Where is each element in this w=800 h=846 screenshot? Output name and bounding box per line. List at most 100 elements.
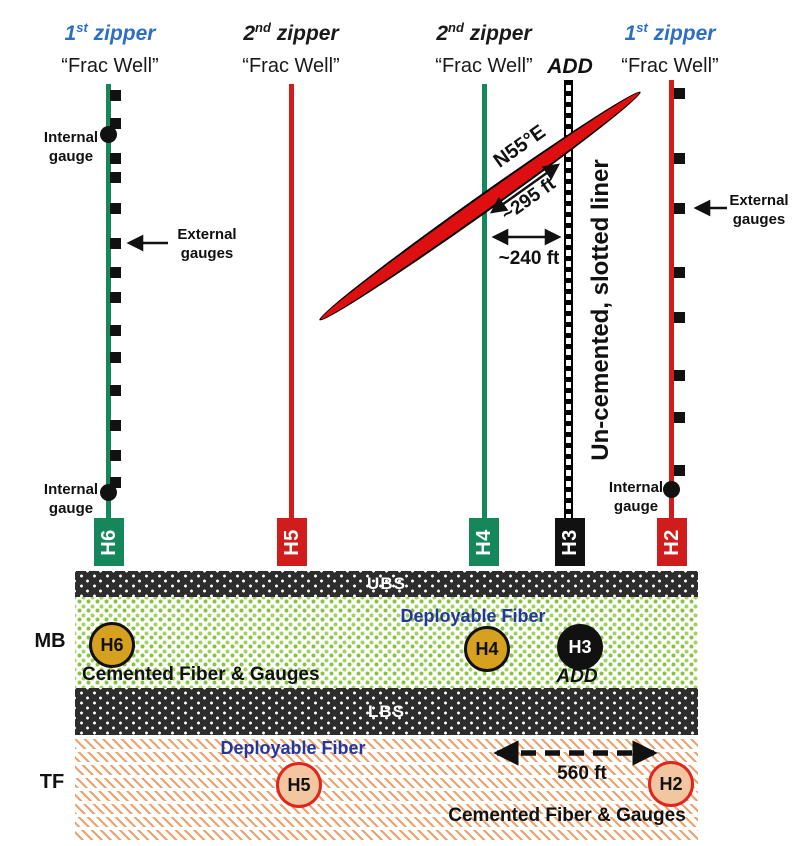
- gauge-circle-h6: H6: [89, 622, 135, 668]
- external-gauges-line2: gauges: [732, 210, 786, 228]
- external-gauge-square: [674, 411, 685, 423]
- wellbore-h5: [289, 84, 294, 518]
- internal-gauge-label-h2: Internal gauge: [609, 479, 663, 517]
- wellhead-h3-label: H3: [558, 528, 581, 556]
- internal-gauge-line2: gauge: [48, 147, 94, 165]
- zipper-label-h5: 2nd zipper: [243, 20, 338, 46]
- internal-gauge-line2: gauge: [613, 497, 659, 515]
- distance-560-label: 560 ft: [557, 763, 607, 784]
- gauge-circle-h6-label: H6: [100, 634, 124, 655]
- gauge-circle-h4: H4: [464, 626, 510, 672]
- external-gauge-square: [674, 152, 685, 164]
- zipper-ordinal-suffix: st: [76, 20, 88, 35]
- wellbore-h4: [482, 84, 487, 518]
- internal-gauge-line1: Internal: [43, 481, 99, 498]
- zipper-ordinal: 2: [243, 22, 256, 45]
- zipper-ordinal-suffix: nd: [448, 20, 464, 35]
- gauge-circle-h3: H3: [557, 624, 603, 670]
- external-gauge-square: [110, 117, 121, 129]
- tf-cemented-fiber-label: Cemented Fiber & Gauges: [448, 805, 686, 826]
- gauge-circle-h4-label: H4: [475, 638, 499, 659]
- external-gauges-label-h6: External gauges: [177, 226, 236, 264]
- zipper-word: zipper: [463, 22, 532, 45]
- zipper-label-h4: 2nd zipper: [436, 20, 531, 46]
- zipper-label-h6: 1st zipper: [65, 20, 156, 46]
- external-gauges-line2: gauges: [180, 244, 234, 262]
- zipper-ordinal-suffix: st: [636, 20, 648, 35]
- external-gauge-square: [110, 171, 121, 183]
- external-gauge-square: [674, 266, 685, 278]
- gauge-circle-h2: H2: [648, 761, 694, 807]
- wellhead-h5-label: H5: [280, 528, 303, 556]
- mb-add-label: ADD: [556, 666, 598, 687]
- slotted-liner-label: Un-cemented, slotted liner: [587, 159, 614, 461]
- zipper-ordinal: 2: [436, 22, 449, 45]
- gauge-circle-h2-label: H2: [659, 773, 683, 794]
- internal-gauge-label-top: Internal gauge: [44, 129, 98, 167]
- zipper-ordinal: 1: [624, 22, 637, 45]
- tf-label: TF: [39, 771, 65, 793]
- external-gauge-square: [674, 369, 685, 381]
- internal-gauge-dot: [100, 125, 117, 143]
- external-gauge-square: [110, 266, 121, 278]
- zipper-word: zipper: [87, 22, 156, 45]
- wellhead-h2-label: H2: [660, 528, 683, 556]
- frac-well-label-h5: “Frac Well”: [242, 55, 340, 77]
- external-gauge-square: [110, 384, 121, 396]
- distance-240-label: ~240 ft: [498, 248, 560, 269]
- zipper-word: zipper: [270, 22, 339, 45]
- external-gauge-square: [674, 464, 685, 476]
- external-gauge-square: [110, 419, 121, 431]
- internal-gauge-dot: [663, 480, 680, 498]
- mb-cemented-fiber-label: Cemented Fiber & Gauges: [82, 664, 320, 685]
- external-gauge-square: [110, 476, 121, 488]
- external-gauges-label-h2: External gauges: [729, 192, 788, 230]
- wellbore-h6: [106, 84, 111, 518]
- external-gauge-square: [110, 324, 121, 336]
- zipper-ordinal-suffix: nd: [255, 20, 271, 35]
- external-gauge-square: [110, 202, 121, 214]
- internal-gauge-line2: gauge: [48, 499, 94, 517]
- external-gauge-square: [674, 87, 685, 99]
- wellhead-h4: H4: [469, 518, 499, 566]
- external-gauge-square: [110, 237, 121, 249]
- wellbore-h2: [669, 80, 674, 518]
- band-lbs: LBS: [75, 688, 698, 735]
- ubs-label: UBS: [367, 574, 406, 593]
- wellbore-h3-slotted-liner: [564, 80, 573, 518]
- band-tf: [75, 738, 698, 843]
- wellhead-h6-label: H6: [97, 528, 120, 556]
- external-gauges-line1: External: [729, 192, 789, 209]
- mb-label: MB: [34, 630, 66, 652]
- mb-deployable-fiber-label: Deployable Fiber: [400, 606, 546, 626]
- zipper-label-h2: 1st zipper: [625, 20, 716, 46]
- external-gauge-square: [110, 449, 121, 461]
- external-gauges-line1: External: [177, 226, 237, 243]
- internal-gauge-line1: Internal: [43, 129, 99, 146]
- frac-well-label-h2: “Frac Well”: [621, 55, 719, 77]
- external-gauge-square: [110, 89, 121, 101]
- band-ubs: UBS: [75, 571, 698, 597]
- external-gauge-square: [674, 202, 685, 214]
- gauge-circle-h3-label: H3: [568, 636, 592, 657]
- tf-deployable-fiber-label: Deployable Fiber: [220, 738, 366, 758]
- external-gauge-square: [110, 351, 121, 363]
- internal-gauge-line1: Internal: [608, 479, 664, 496]
- internal-gauge-label-h6-bottom: Internal gauge: [44, 481, 98, 519]
- zipper-ordinal: 1: [64, 22, 77, 45]
- gauge-circle-h5: H5: [276, 762, 322, 808]
- wellhead-h3: H3: [555, 518, 585, 566]
- wellhead-h2: H2: [657, 518, 687, 566]
- wellhead-h5: H5: [277, 518, 307, 566]
- gauge-circle-h5-label: H5: [287, 774, 311, 795]
- add-well-header-label: ADD: [547, 55, 593, 78]
- frac-well-label-h4: “Frac Well”: [435, 55, 533, 77]
- zipper-word: zipper: [647, 22, 716, 45]
- external-gauge-square: [674, 311, 685, 323]
- wellhead-h4-label: H4: [472, 528, 495, 556]
- external-gauge-square: [110, 152, 121, 164]
- wellhead-h6: H6: [94, 518, 124, 566]
- internal-gauge-dot: [100, 483, 117, 501]
- lbs-label: LBS: [368, 701, 405, 721]
